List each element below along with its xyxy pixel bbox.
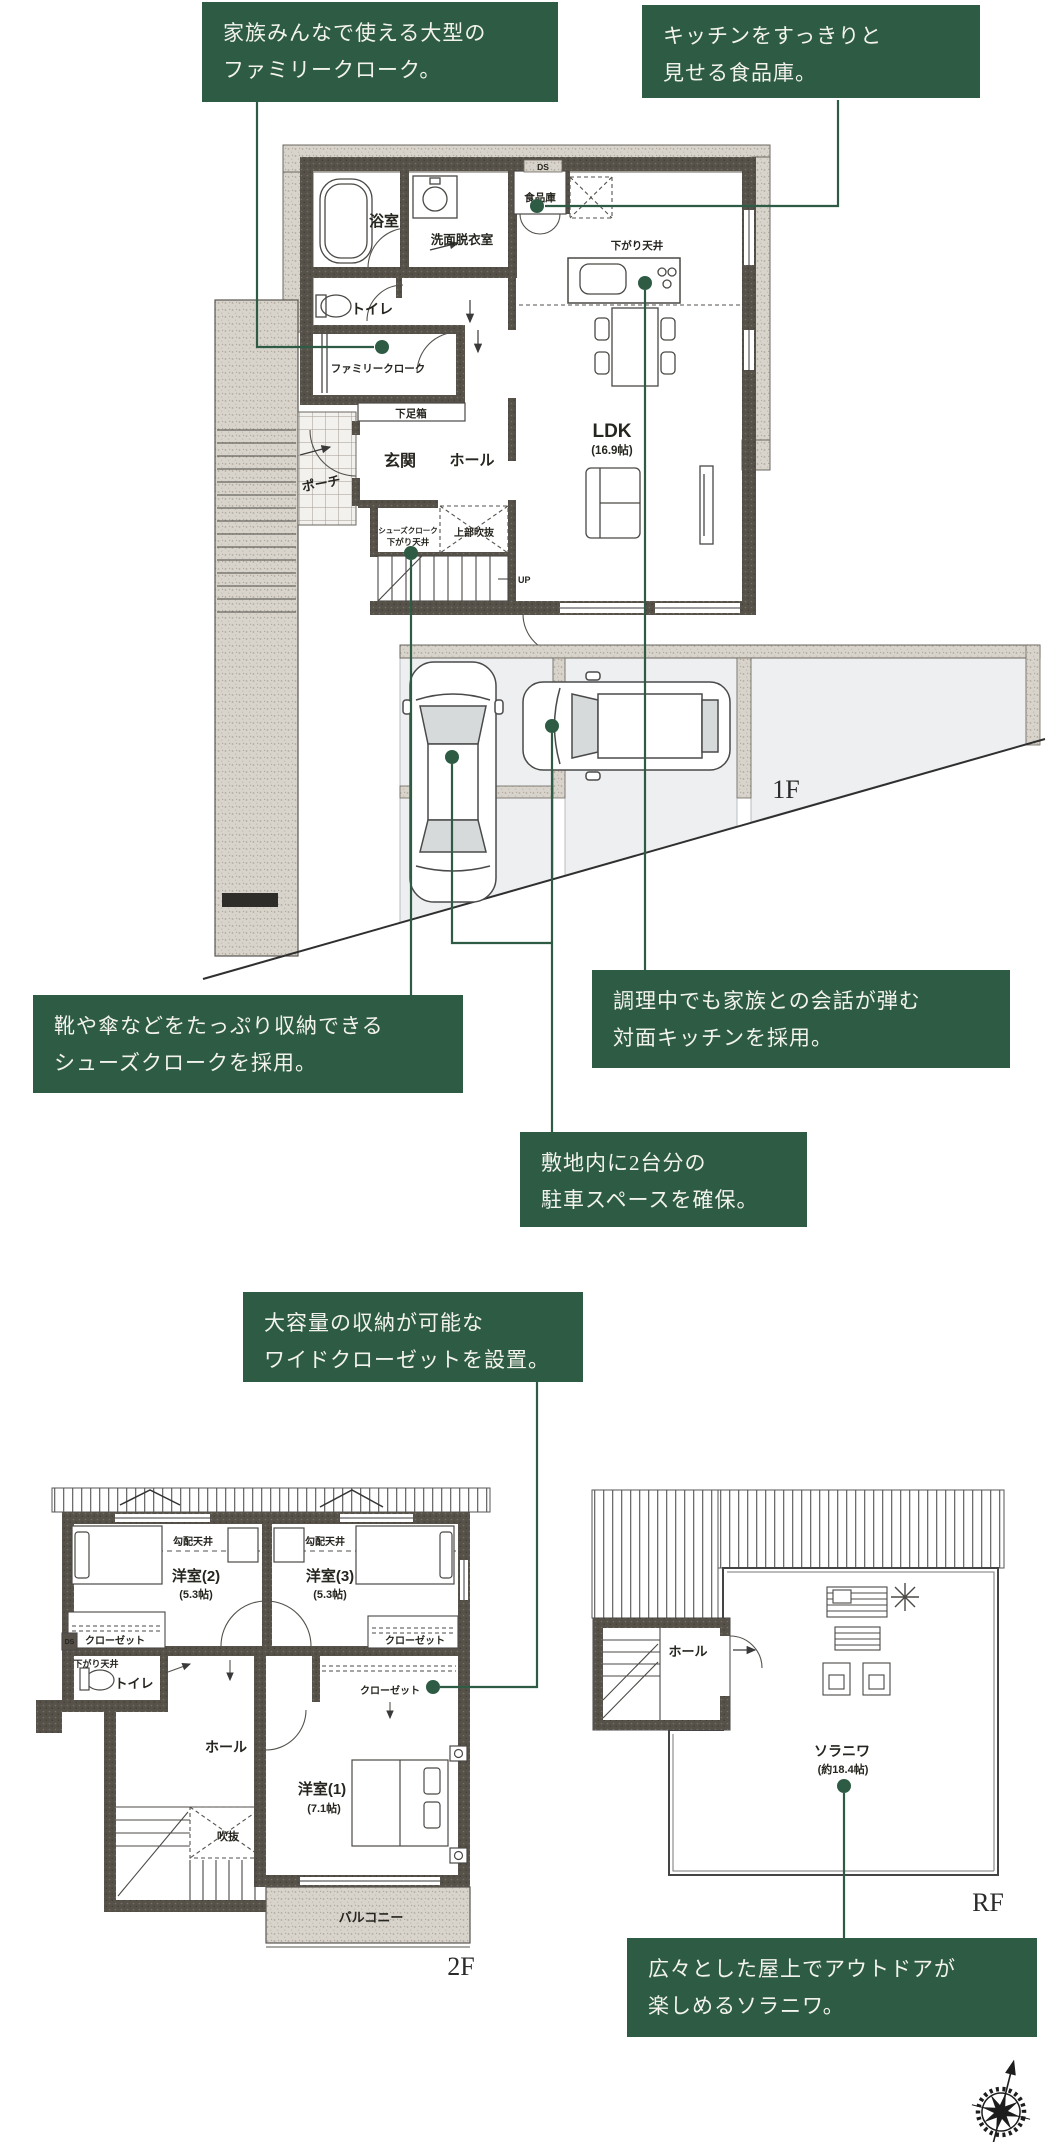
callout-pantry: キッチンをすっきりと 見せる食品庫。	[642, 5, 980, 98]
room-label-toilet-2f: トイレ	[114, 1676, 153, 1691]
floor-label-2f: 2F	[447, 1952, 474, 1981]
void-boxes-1f	[439, 176, 742, 554]
room-label-soraniwa: ソラニワ	[814, 1743, 870, 1759]
terrace-furniture	[822, 1583, 919, 1696]
balcony	[265, 1886, 471, 1944]
dot-pantry	[530, 199, 544, 213]
windows-1f	[560, 210, 754, 613]
label-sloped-ceiling-left: 勾配天井	[173, 1535, 213, 1548]
room-label-lowered-ceiling-1f: 下がり天井	[611, 239, 664, 252]
room-label-lowered-ceiling-2f: 下がり天井	[73, 1658, 118, 1669]
room-label-hall-2f: ホール	[205, 1739, 247, 1755]
room-label-void-above: 上部吹抜	[454, 526, 495, 539]
room-label-soraniwa-size: (約18.4帖)	[818, 1762, 869, 1776]
north-needle	[1005, 2059, 1016, 2076]
callout-parking: 敷地内に2台分の 駐車スペースを確保。	[520, 1132, 807, 1227]
callout-soraniwa: 広々とした屋上でアウトドアが 楽しめるソラニワ。	[627, 1938, 1037, 2037]
room-label-up: UP	[518, 575, 531, 585]
room-label-bedroom3: 洋室(3)	[306, 1567, 354, 1585]
room-label-closet-main: クローゼット	[360, 1684, 420, 1697]
shoe-box	[357, 402, 466, 422]
porch-tiles	[297, 411, 357, 526]
dot-car-2	[545, 719, 559, 733]
leader-lines	[255, 100, 846, 1940]
room-label-shoe-cloak-ceiling: 下がり天井	[387, 537, 430, 547]
floor-label-1f: 1F	[772, 775, 799, 804]
doors-1f	[309, 213, 564, 655]
parking-area	[202, 644, 1046, 980]
callout-kitchen: 調理中でも家族との会話が弾む 対面キッチンを採用。	[592, 970, 1010, 1068]
floor-plan-2f: 勾配天井 勾配天井 洋室(2) (5.3帖) 洋室(3) (5.3帖) クローゼ…	[36, 1487, 491, 1981]
fixtures-1f	[315, 175, 714, 545]
room-label-closet-right: クローゼット	[385, 1634, 445, 1647]
callout-closet: 大容量の収納が可能な ワイドクローゼットを設置。	[243, 1292, 583, 1382]
room-label-toilet-1f: トイレ	[351, 301, 393, 317]
plant-icon	[891, 1583, 919, 1611]
dot-shoe-cloak	[404, 546, 418, 560]
windows-2f	[115, 1514, 468, 1885]
dot-soraniwa	[837, 1779, 851, 1793]
room-label-bedroom1: 洋室(1)	[298, 1780, 346, 1798]
dot-car-1	[445, 750, 459, 764]
doors-2f	[167, 1600, 394, 1751]
car-suv	[522, 671, 731, 781]
floor-plan-1f: 浴室 洗面脱衣室 DS 食品庫 下がり天井 トイレ ファミリークローク 下足箱 …	[202, 144, 1046, 980]
floor-label-rf: RF	[972, 1888, 1004, 1917]
room-label-shoe-box: 下足箱	[395, 407, 427, 420]
dot-closet	[426, 1680, 440, 1694]
room-label-ds: DS	[537, 162, 549, 172]
approach-strip	[214, 299, 299, 957]
room-label-ldk: LDK	[592, 421, 631, 442]
room-label-closet-left: クローゼット	[85, 1634, 145, 1647]
callout-family-cloak: 家族みんなで使える大型の ファミリークローク。	[202, 2, 558, 102]
room-label-porch: ポーチ	[301, 473, 342, 495]
floor-plan-rf: ホール ソラニワ (約18.4帖) RF	[591, 1489, 1005, 1917]
room-label-ds-2f: DS	[65, 1639, 75, 1646]
closets-2f	[61, 1611, 459, 1672]
room-label-bedroom3-size: (5.3帖)	[313, 1587, 347, 1601]
compass-icon	[971, 2059, 1031, 2142]
room-label-bath: 浴室	[369, 212, 399, 230]
room-label-hall-rf: ホール	[668, 1644, 707, 1659]
room-label-shoe-cloak: シューズクローク	[378, 525, 438, 535]
room-label-bedroom2: 洋室(2)	[172, 1567, 220, 1585]
dot-kitchen	[638, 276, 652, 290]
label-sloped-ceiling-right: 勾配天井	[305, 1535, 345, 1548]
stairs-1f	[377, 555, 514, 602]
swing-arrows-1f	[299, 240, 483, 456]
room-label-washroom: 洗面脱衣室	[431, 232, 494, 247]
room-label-bedroom1-size: (7.1帖)	[307, 1801, 341, 1815]
room-label-bedroom2-size: (5.3帖)	[179, 1587, 213, 1601]
dot-family-cloak	[375, 340, 389, 354]
rf-stair-hall	[592, 1617, 763, 1731]
site-boundary-line	[202, 738, 1046, 980]
room-label-hall-1f: ホール	[449, 452, 494, 469]
leader-dots	[375, 199, 851, 1793]
room-label-family-cloak: ファミリークローク	[331, 363, 426, 375]
void-2f	[189, 1806, 264, 1859]
room-label-balcony: バルコニー	[339, 1910, 404, 1925]
room-label-ldk-size: (16.9帖)	[591, 443, 633, 457]
room-label-pantry: 食品庫	[523, 191, 556, 204]
furniture-2f	[71, 1525, 468, 1864]
room-label-entrance: 玄関	[384, 451, 416, 470]
callout-shoe-cloak: 靴や傘などをたっぷり収納できる シューズクロークを採用。	[33, 995, 463, 1093]
room-label-void: 吹抜	[217, 1829, 240, 1843]
